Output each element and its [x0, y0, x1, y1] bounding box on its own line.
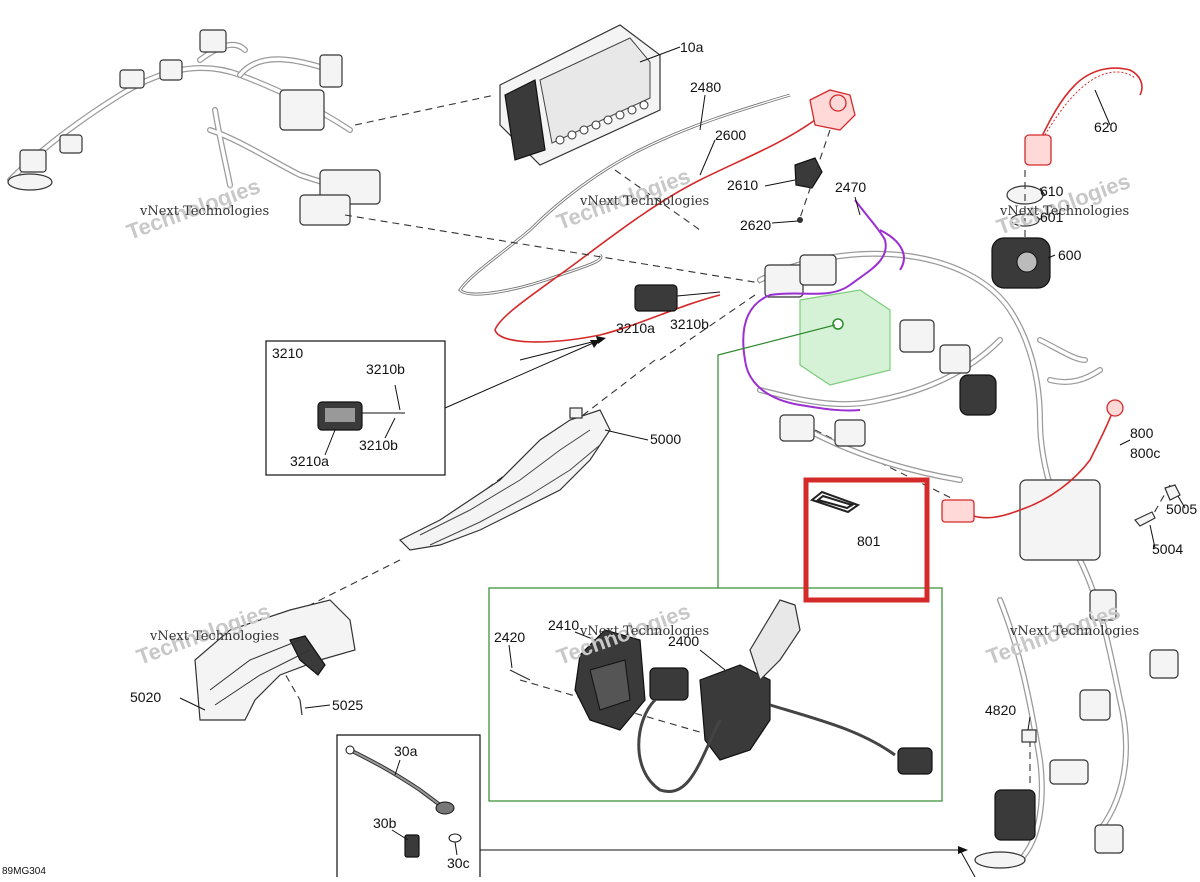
label-5000: 5000	[650, 431, 681, 447]
label-30b: 30b	[373, 815, 397, 831]
label-620: 620	[1094, 119, 1118, 135]
label-5020: 5020	[130, 689, 161, 705]
guard-5020	[194, 599, 356, 721]
label-5005: 5005	[1166, 501, 1197, 517]
label-inset-3210a: 3210a	[290, 453, 329, 469]
label-5004: 5004	[1152, 541, 1183, 557]
lanyard-620	[1024, 67, 1143, 166]
label-2400: 2400	[668, 633, 699, 649]
switch-600-610	[991, 170, 1051, 289]
harness-2470	[742, 199, 905, 412]
label-2420: 2420	[494, 629, 525, 645]
watermark-small: vNext Technologies	[149, 629, 279, 644]
label-2620: 2620	[740, 217, 771, 233]
label-inset-3210b: 3210b	[359, 437, 398, 453]
label-801: 801	[857, 533, 881, 549]
callout-green	[488, 324, 943, 802]
label-leaders	[179, 46, 1186, 856]
label-4820: 4820	[985, 702, 1016, 718]
label-3210a: 3210a	[616, 320, 655, 336]
switch-assembly-2400	[509, 599, 933, 794]
connector-3210-top	[634, 284, 721, 312]
diagram-code: 89MG304	[2, 866, 46, 877]
label-600: 600	[1058, 247, 1082, 263]
harness-main	[757, 250, 1179, 869]
harness-top-left	[7, 29, 381, 226]
cable-800	[941, 399, 1124, 523]
label-30c: 30c	[447, 855, 470, 871]
watermark-small: vNext Technologies	[1009, 624, 1139, 639]
label-inset-3210: 3210	[272, 345, 303, 361]
wire-2600	[494, 89, 856, 343]
watermark-small: vNext Technologies	[139, 204, 269, 219]
watermark-small: vNext Technologies	[579, 194, 709, 209]
watermark-small: vNext Technologies	[579, 624, 709, 639]
label-3210b: 3210b	[670, 316, 709, 332]
label-2610: 2610	[727, 177, 758, 193]
label-30a: 30a	[394, 743, 418, 759]
label-10a: 10a	[680, 39, 704, 55]
label-800: 800	[1130, 425, 1154, 441]
label-800c: 800c	[1130, 445, 1160, 461]
inset-30	[336, 734, 976, 878]
highlight-box-801	[803, 477, 930, 603]
nut-4820	[1021, 729, 1037, 743]
watermark-small: vNext Technologies	[999, 204, 1129, 219]
display-10a	[499, 24, 661, 166]
label-inset-3210b: 3210b	[366, 361, 405, 377]
label-2600: 2600	[715, 127, 746, 143]
inset-3210	[265, 339, 601, 476]
part-2610-2620	[794, 129, 831, 223]
green-module	[799, 289, 891, 386]
bracket-5000	[398, 407, 611, 551]
part-labels: 10a 2480 2600 2610 2620 2470 620 610 601…	[2, 39, 1197, 877]
label-2470: 2470	[835, 179, 866, 195]
label-2480: 2480	[690, 79, 721, 95]
label-2410: 2410	[548, 617, 579, 633]
bolts-5004-5005	[1134, 484, 1181, 527]
label-610: 610	[1040, 183, 1064, 199]
label-5025: 5025	[332, 697, 363, 713]
label-601: 601	[1040, 209, 1064, 225]
